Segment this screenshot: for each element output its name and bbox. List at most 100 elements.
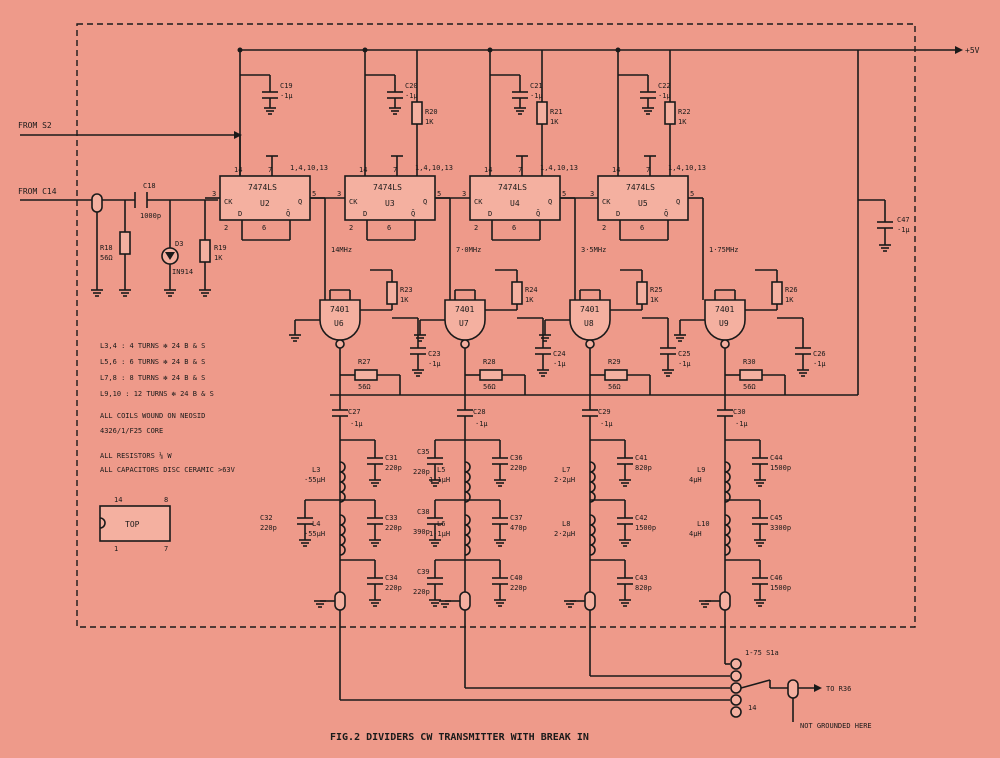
shunt-cap-value: 220p bbox=[385, 584, 402, 592]
shunt-cap-value: 390p bbox=[413, 528, 430, 536]
switch-label: 1-75 S1a bbox=[745, 649, 779, 657]
c18-value: 1000p bbox=[140, 212, 161, 220]
note-line: ALL COILS WOUND ON NEOSID bbox=[100, 412, 205, 420]
dec-value: ·1μ bbox=[553, 360, 566, 368]
not-grounded-label: NOT GROUNDED HERE bbox=[800, 722, 872, 730]
to-r36-label: TO R36 bbox=[826, 685, 851, 693]
shunt-cap-label: C44 bbox=[770, 454, 783, 462]
pin-qbar: Q̄ bbox=[286, 209, 290, 218]
note-line: L3,4 : 4 TURNS ✻ 24 B & S bbox=[100, 342, 205, 350]
cpl-value: ·1μ bbox=[735, 420, 748, 428]
flipflop-ref: U2 bbox=[260, 199, 270, 208]
top-chip-body bbox=[99, 505, 171, 542]
series-value: 56Ω bbox=[358, 383, 371, 391]
pullup-label: R26 bbox=[785, 286, 798, 294]
shunt-cap-label: C33 bbox=[385, 514, 398, 522]
r19-value: 1K bbox=[214, 254, 223, 262]
pin-6: 6 bbox=[512, 224, 516, 232]
note-line: L5,6 : 6 TURNS ✻ 24 B & S bbox=[100, 358, 205, 366]
series-value: 56Ω bbox=[483, 383, 496, 391]
cpl-value: ·1μ bbox=[475, 420, 488, 428]
switch-contact bbox=[730, 694, 742, 706]
output-coax bbox=[334, 591, 346, 611]
pin-7: 7 bbox=[268, 166, 272, 174]
pin-qbar: Q̄ bbox=[664, 209, 668, 218]
switch-contact bbox=[730, 658, 742, 670]
pin-14: 14 bbox=[234, 166, 242, 174]
buffer-type: 7401 bbox=[330, 305, 349, 314]
vcc-pins-label: 1,4,10,13 bbox=[415, 164, 453, 172]
pin-q: Q bbox=[676, 198, 680, 206]
shunt-cap-label: C45 bbox=[770, 514, 783, 522]
l2-value: ·55μH bbox=[304, 530, 325, 538]
supply-arrow bbox=[955, 46, 963, 54]
flipflop-type: 7474LS bbox=[626, 183, 655, 192]
l2-value: 4μH bbox=[689, 530, 702, 538]
l1-value: 2·2μH bbox=[554, 476, 575, 484]
l1-label: L5 bbox=[437, 466, 445, 474]
pullup-resistor bbox=[536, 101, 548, 125]
cap-value: ·1μ bbox=[658, 92, 671, 100]
s2-arrow bbox=[234, 131, 242, 139]
r18-value: 56Ω bbox=[100, 254, 113, 262]
output-arrow bbox=[814, 684, 822, 692]
pin-6: 6 bbox=[387, 224, 391, 232]
shunt-cap-label: C39 bbox=[417, 568, 430, 576]
pin-3: 3 bbox=[337, 190, 341, 198]
buffer-type: 7401 bbox=[455, 305, 474, 314]
l1-label: L9 bbox=[697, 466, 705, 474]
shunt-cap-value: 1500p bbox=[635, 524, 656, 532]
notes-block: L3,4 : 4 TURNS ✻ 24 B & S L5,6 : 6 TURNS… bbox=[100, 342, 236, 474]
l1-label: L3 bbox=[312, 466, 320, 474]
pin-7: 7 bbox=[518, 166, 522, 174]
shunt-cap-value: 220p bbox=[385, 464, 402, 472]
inductor-l1 bbox=[724, 461, 731, 503]
pin-3: 3 bbox=[590, 190, 594, 198]
pullup-value: 1K bbox=[525, 296, 534, 304]
d3-label: D3 bbox=[175, 240, 183, 248]
cpl-value: ·1μ bbox=[350, 420, 363, 428]
pin-3: 3 bbox=[462, 190, 466, 198]
input-coax bbox=[91, 193, 103, 213]
shunt-cap-value: 820p bbox=[635, 464, 652, 472]
output-coax bbox=[787, 679, 799, 699]
pullup-resistor bbox=[664, 101, 676, 125]
d3-diode-icon bbox=[165, 252, 175, 260]
flipflop-type: 7474LS bbox=[498, 183, 527, 192]
pin-q: Q bbox=[298, 198, 302, 206]
note-line: 4326/1/F25 CORE bbox=[100, 427, 163, 435]
cpl-label: C27 bbox=[348, 408, 361, 416]
l1-value: 4μH bbox=[689, 476, 702, 484]
cpl-label: C28 bbox=[473, 408, 486, 416]
l1-value: ·55μH bbox=[304, 476, 325, 484]
series-value: 56Ω bbox=[608, 383, 621, 391]
res-value: 1K bbox=[678, 118, 687, 126]
inductor-l1 bbox=[339, 461, 346, 503]
dec-label: C23 bbox=[428, 350, 441, 358]
l2-label: L10 bbox=[697, 520, 710, 528]
vcc-pins-label: 1,4,10,13 bbox=[668, 164, 706, 172]
flipflop-type: 7474LS bbox=[373, 183, 402, 192]
cap-value: ·1μ bbox=[530, 92, 543, 100]
shunt-cap-label: C42 bbox=[635, 514, 648, 522]
output-coax bbox=[584, 591, 596, 611]
r18-resistor bbox=[119, 231, 131, 255]
series-value: 56Ω bbox=[743, 383, 756, 391]
pin-ck: CK bbox=[602, 198, 611, 206]
filter-1: L3·55μHL4·55μHC31220pC33220pC34220pC3222… bbox=[260, 439, 402, 611]
switch-wiper bbox=[740, 679, 771, 689]
dec-value: ·1μ bbox=[678, 360, 691, 368]
inductor-l1 bbox=[589, 461, 596, 503]
pin-5: 5 bbox=[562, 190, 566, 198]
shunt-cap-label: C31 bbox=[385, 454, 398, 462]
junction-dot bbox=[487, 47, 493, 53]
pin-qbar: Q̄ bbox=[411, 209, 415, 218]
c18-label: C18 bbox=[143, 182, 156, 190]
cap-label: C20 bbox=[405, 82, 418, 90]
